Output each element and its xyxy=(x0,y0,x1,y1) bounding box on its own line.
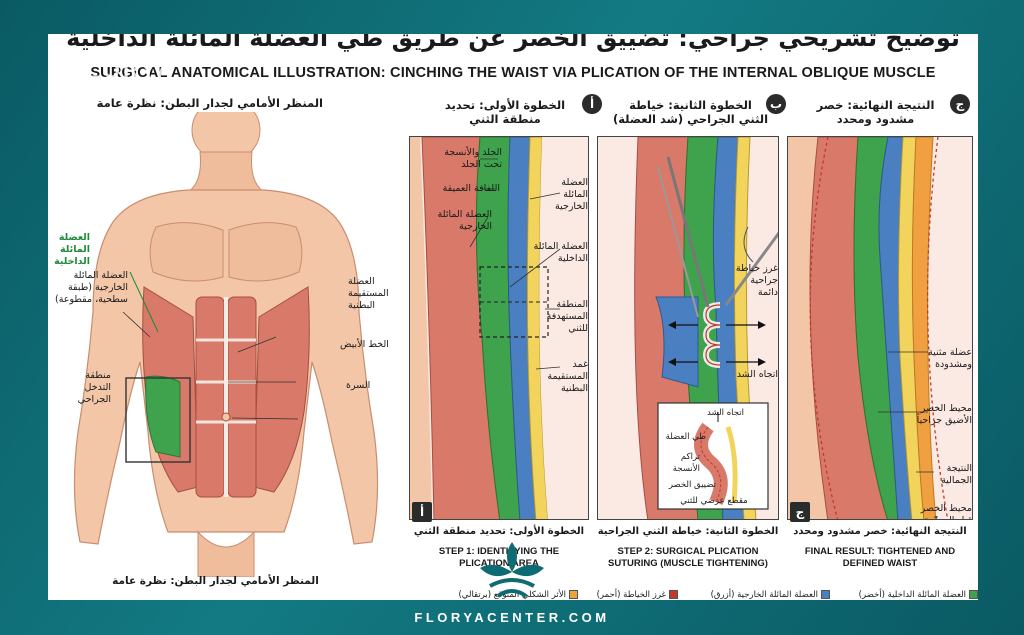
step2-caption-arabic: الخطوة الثانية: خياطة الثني الجراحية xyxy=(597,526,779,537)
label-internal-oblique: العضلة المائلة الداخلية xyxy=(54,232,90,267)
step2-header: الخطوة الثانية: خياطة الثني الجراحي (شد … xyxy=(612,98,769,126)
label-ext-oblique-left: العضلة المائلة الخارجية xyxy=(437,209,492,232)
label-target: المنطقة المستهدفة للثني xyxy=(546,299,588,334)
step3-badge: ج xyxy=(950,94,970,114)
step2-panel: غرز خياطة جراحية دائمة اتجاه الشد اتجاه … xyxy=(597,136,779,520)
label-rectus-sheath: غمد المستقيمة البطنية xyxy=(547,359,588,394)
step1-caption-english: STEP 1: IDENTIFYING THE PLICATION AREA xyxy=(438,546,560,569)
step1-badge: أ xyxy=(582,94,602,114)
legend-swatch-blue xyxy=(821,590,830,599)
label-folded-muscle: عضلة مثنية ومشدودة xyxy=(928,347,972,370)
inset-label-pull: اتجاه الشد xyxy=(707,408,744,418)
step3-caption-arabic: النتيجة النهائية: خصر مشدود ومحدد xyxy=(793,526,967,537)
decor-dots-right xyxy=(935,53,953,95)
left-view-footer: المنظر الأمامي لجدار البطن: نظرة عامة xyxy=(112,575,319,587)
legend-item-internal-oblique: العضلة المائلة الداخلية (أخضر) xyxy=(859,590,978,600)
inset-label-narrowing: تضييق الخصر xyxy=(668,480,716,490)
step3-caption-english: FINAL RESULT: TIGHTENED AND DEFINED WAIS… xyxy=(804,546,956,569)
label-suture: غرز خياطة جراحية دائمة xyxy=(735,263,778,298)
legend-item-expected-effect: الأثر الشكلي المتوقع (برتقالي) xyxy=(458,590,578,600)
label-external-oblique: العضلة المائلة الخارجية (طبقة سطحية، مقط… xyxy=(55,270,128,305)
label-pull-direction: اتجاه الشد xyxy=(736,369,778,380)
step3-corner-badge: ج xyxy=(790,502,810,522)
step2-badge: ب xyxy=(766,94,786,114)
left-view-header: المنظر الأمامي لجدار البطن: نظرة عامة xyxy=(96,96,323,110)
step1-corner-badge: أ xyxy=(412,502,432,522)
legend-swatch-green xyxy=(969,590,978,599)
step1-caption-arabic: الخطوة الأولى: تحديد منطقة الثني xyxy=(413,526,585,537)
inset-label-accumulation: تراكم الأنسجة xyxy=(672,452,700,474)
brand-logo-icon xyxy=(480,542,544,598)
brand-url: FLORYACENTER.COM xyxy=(414,610,610,625)
step3-panel: عضلة مثنية ومشدودة محيط الخصر الأضيق جرا… xyxy=(787,136,973,520)
step1-panel: الجلد والأنسجة تحت الجلد اللفافة العميقة… xyxy=(409,136,589,520)
label-ext-oblique-right: العضلة المائلة الخارجية xyxy=(555,177,588,212)
label-aesthetic-result: النتيجة الجمالية xyxy=(941,463,972,486)
legend-item-external-oblique: العضلة المائلة الخارجية (أزرق) xyxy=(711,590,830,600)
label-before-surgery: محيط الخصر قبل الجراحة xyxy=(920,503,972,519)
brand-watermark-sub: CENTER xyxy=(118,84,168,94)
label-narrower-waist: محيط الخصر الأضيق جراحياً xyxy=(916,403,972,426)
step2-caption-english: STEP 2: SURGICAL PLICATION SUTURING (MUS… xyxy=(608,546,768,569)
legend-swatch-orange xyxy=(569,590,578,599)
inset-label-fold: طي العضلة xyxy=(665,432,706,442)
label-skin: الجلد والأنسجة تحت الجلد xyxy=(444,147,502,170)
brand-watermark: FLORYA xyxy=(70,58,176,83)
label-int-oblique: العضلة المائلة الداخلية xyxy=(533,241,588,264)
decor-dots-left xyxy=(62,550,104,580)
label-intervention-zone: منطقة التدخل الجراحي xyxy=(77,370,111,405)
title-arabic: توضيح تشريحي جراحي: تضييق الخصر عن طريق … xyxy=(66,34,960,52)
illustration-board: توضيح تشريحي جراحي: تضييق الخصر عن طريق … xyxy=(48,34,978,600)
legend-item-sutures: غرز الخياطة (أحمر) xyxy=(597,590,678,600)
label-rectus: العضلة المستقيمة البطنية xyxy=(348,276,389,311)
torso-illustration xyxy=(73,112,379,577)
legend-swatch-red xyxy=(669,590,678,599)
title-english: SURGICAL ANATOMICAL ILLUSTRATION: CINCHI… xyxy=(90,65,936,81)
step1-header: الخطوة الأولى: تحديد منطقة الثني xyxy=(444,98,566,126)
step3-header: النتيجة النهائية: خصر مشدود ومحدد xyxy=(816,98,935,126)
color-legend: العضلة المائلة الداخلية (أخضر) العضلة ال… xyxy=(403,590,978,600)
inset-label-section: مقطع عرضي للثني xyxy=(680,496,748,506)
label-linea-alba: الخط الأبيض xyxy=(340,339,389,350)
label-fascia: اللفافة العميقة xyxy=(442,183,500,194)
label-navel: السرة xyxy=(346,380,371,391)
